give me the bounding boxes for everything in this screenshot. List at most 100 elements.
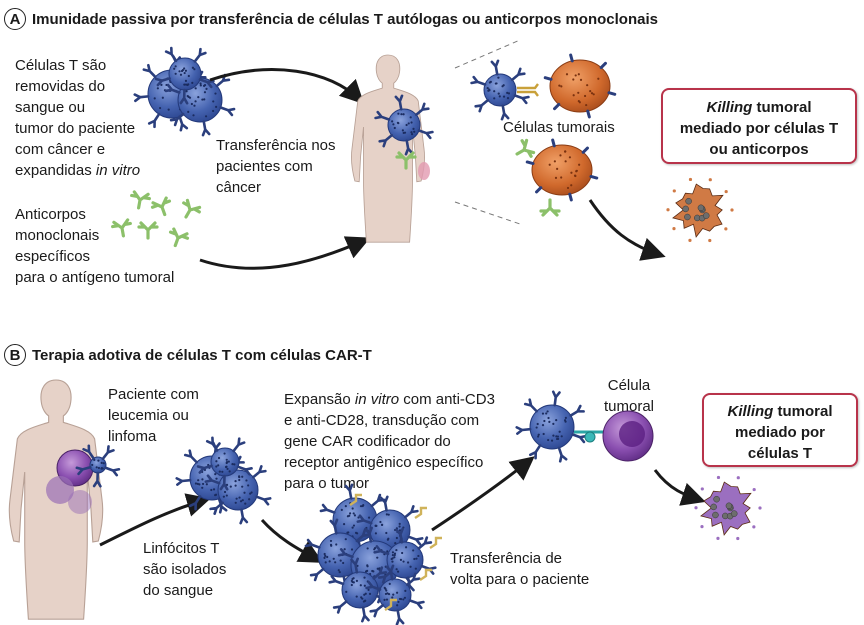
t-cell-in-patient-b xyxy=(75,444,121,488)
cell-dot xyxy=(392,123,395,126)
cell-dot xyxy=(191,66,195,69)
debris-particle xyxy=(700,487,704,491)
cell-dot xyxy=(410,131,413,134)
patient-line-1: Paciente com xyxy=(108,386,199,403)
cell-dot xyxy=(391,596,394,599)
cell-dot xyxy=(201,486,204,489)
killing-box-b: Killing tumoral mediado por células T xyxy=(702,393,858,467)
cell-dot xyxy=(395,591,399,594)
receptor xyxy=(178,115,189,132)
cell-dot xyxy=(366,569,369,572)
receptor xyxy=(377,587,386,604)
cell-dot xyxy=(556,435,560,438)
cell-dot xyxy=(353,559,356,562)
cell-dot xyxy=(405,123,408,127)
cell-dot xyxy=(179,107,182,110)
cell-dot xyxy=(180,69,184,73)
cell-dot xyxy=(241,475,244,478)
cell-dot xyxy=(402,560,405,563)
cell-dot xyxy=(564,150,567,153)
cell-dot xyxy=(186,83,189,87)
receptor xyxy=(406,576,415,593)
cell-dot xyxy=(370,579,373,582)
receptor xyxy=(252,465,267,479)
cell-dot xyxy=(366,565,369,568)
cell-dot xyxy=(395,568,398,571)
cell-dot xyxy=(238,478,241,482)
t-cells-line-6: expandidas in vitro xyxy=(15,160,140,181)
cell-dot xyxy=(171,75,174,78)
cell-dot xyxy=(330,544,333,547)
cell-dot xyxy=(563,419,567,422)
cell-dot xyxy=(225,458,228,461)
cell-dot xyxy=(196,482,199,486)
cell-dot xyxy=(548,163,551,166)
cell-dot xyxy=(203,98,206,101)
cell-dot xyxy=(391,560,394,563)
cell-dot xyxy=(574,74,577,77)
cell-dot xyxy=(367,588,370,591)
cell-dot xyxy=(364,592,367,595)
cell-dot xyxy=(187,96,190,99)
antibody-shape xyxy=(539,198,561,217)
cell-dot xyxy=(183,67,186,70)
cell-dot xyxy=(363,584,366,587)
cell-dot xyxy=(174,65,177,68)
antibody-binding-a-1 xyxy=(515,138,536,158)
cell-dot xyxy=(184,79,188,82)
car-t-cell-4 xyxy=(337,526,413,604)
tumor-antigen xyxy=(568,192,573,202)
receptor xyxy=(356,514,373,525)
expansion-line-3: gene CAR codificador do xyxy=(284,433,451,450)
t-cells-line-3: sangue ou xyxy=(15,99,86,116)
receptor xyxy=(474,98,490,113)
cell-dot xyxy=(555,435,558,438)
cell-dot xyxy=(199,82,202,85)
cell-dot xyxy=(564,160,567,163)
cell-dot xyxy=(570,171,573,174)
cell-dot xyxy=(352,577,355,580)
t-cells-in-vitro: in vitro xyxy=(95,162,141,179)
cell-dot xyxy=(366,547,369,550)
arrow-to-killing-b xyxy=(653,469,706,506)
cell-dot xyxy=(401,129,404,132)
receptor xyxy=(198,78,215,89)
cell-dot xyxy=(351,507,354,510)
cell-dot xyxy=(502,95,506,98)
cell-dot xyxy=(559,154,562,157)
cell-dot xyxy=(558,84,561,87)
cell-dot xyxy=(493,97,496,100)
cell-dot xyxy=(328,560,331,563)
cell-dot xyxy=(560,85,563,88)
debris-particle xyxy=(688,238,692,242)
cell-dot xyxy=(387,592,391,596)
car-t-cell-3 xyxy=(304,518,376,592)
debris-fragment xyxy=(684,213,691,221)
cell-dot xyxy=(387,537,390,540)
receptor xyxy=(164,46,178,63)
tumor-cell-a-2 xyxy=(525,138,599,202)
tumor-cell-label-line-1: Célula xyxy=(607,377,651,394)
cell-dot xyxy=(369,572,372,576)
zoom-line-bottom xyxy=(454,201,521,225)
panel-a-title-text: Imunidade passiva por transferência de c… xyxy=(32,11,658,28)
cell-dot xyxy=(385,598,389,601)
cell-dot xyxy=(579,78,583,81)
cell-dot xyxy=(238,496,241,499)
debris-particle xyxy=(666,208,670,212)
cell-body xyxy=(168,57,202,91)
cell-dot xyxy=(344,538,347,541)
cell-dot xyxy=(178,70,181,73)
antibody-shape xyxy=(515,138,536,158)
cell-dot xyxy=(361,597,364,600)
cell-dot xyxy=(366,529,369,532)
cell-dot xyxy=(229,485,232,488)
cell-dot xyxy=(380,523,384,526)
cell-dot xyxy=(194,100,197,103)
lymphocytes-line-1: Linfócitos T xyxy=(143,540,220,557)
debris-particle xyxy=(724,227,728,231)
cell-dot xyxy=(502,84,505,87)
receptor xyxy=(356,540,366,557)
receptor xyxy=(215,73,231,88)
cell-dot xyxy=(193,104,196,107)
